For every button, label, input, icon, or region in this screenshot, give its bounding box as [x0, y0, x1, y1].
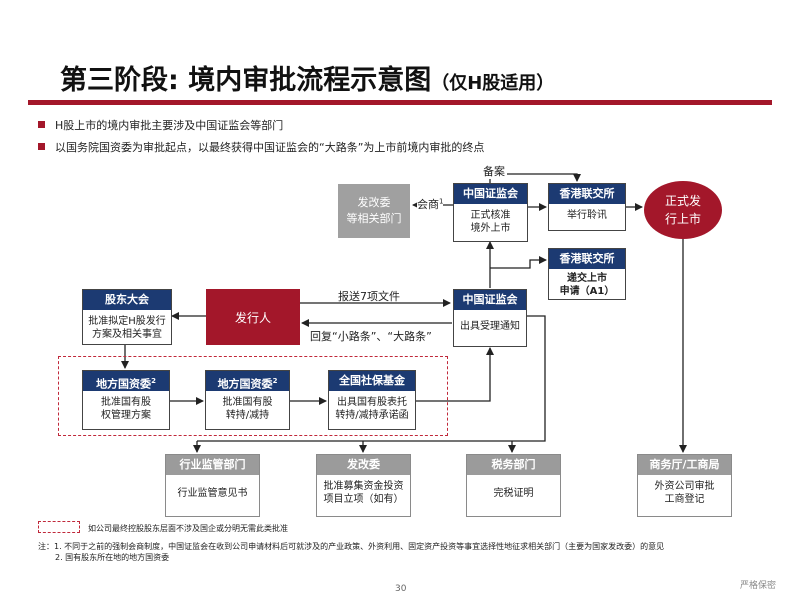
ndrc-related-line2: 等相关部门: [346, 212, 402, 225]
hkex-hearing-line1: 举行聆讯: [567, 210, 607, 221]
ssf-line2: 转持/减持承诺函: [335, 410, 409, 421]
edge-csrc-hkexmid: [490, 256, 547, 269]
tax-header: 税务部门: [467, 455, 560, 475]
csrc-approve-line1: 正式核准: [470, 210, 511, 221]
csrc-accept-line1: 出具受理通知: [460, 321, 520, 332]
bullet-square-icon: [38, 143, 45, 150]
issuer-box: 发行人: [206, 289, 300, 345]
footnote-2: 2. 国有股东所在地的地方国资委: [55, 553, 170, 562]
sasac-dashed-group: [58, 356, 448, 436]
hkex-apply-line1: 递交上市: [567, 273, 607, 284]
ndrc-line1: 批准募集资金投资: [323, 481, 404, 492]
industry-line1: 行业监管意见书: [177, 488, 248, 499]
csrc-approve-header: 中国证监会: [454, 184, 527, 204]
local-sasac-1-line1: 批准国有股: [101, 397, 151, 408]
listing-circle: 正式发行上市: [644, 181, 722, 239]
industry-regulator-box: 行业监管部门 行业监管意见书: [165, 454, 260, 517]
title-divider: [28, 100, 772, 105]
legend-dashed-swatch: [38, 521, 80, 533]
local-sasac-1-box: 地方国资委2 批准国有股权管理方案: [82, 370, 170, 430]
bullet-text: H股上市的境内审批主要涉及中国证监会等部门: [55, 119, 284, 132]
title-subtitle: （仅H股适用）: [431, 73, 555, 94]
shareholders-meeting-box: 股东大会 批准拟定H股发行方案及相关事宜: [82, 289, 172, 345]
commerce-line1: 外资公司审批: [654, 481, 715, 492]
ssf-header: 全国社保基金: [329, 371, 415, 391]
shareholders-line1: 批准拟定H股发行: [88, 316, 166, 327]
consult-text: 会商: [417, 198, 439, 211]
listing-line1: 正式发: [664, 194, 701, 208]
bullet-2: 以国务院国资委为审批起点，以最终获得中国证监会的“大路条”为上市前境内审批的终点: [38, 139, 484, 155]
hkex-apply-line2: 申请（A1）: [559, 286, 615, 297]
csrc-approve-line2: 境外上市: [470, 223, 511, 234]
ndrc-box: 发改委 批准募集资金投资项目立项（如有）: [316, 454, 411, 517]
local-sasac-2-sup: 2: [272, 377, 278, 385]
local-sasac-1-header: 地方国资委2: [83, 371, 169, 391]
csrc-accept-box: 中国证监会 出具受理通知: [453, 289, 527, 347]
listing-line2: 行上市: [664, 212, 701, 226]
local-sasac-2-title: 地方国资委: [217, 377, 273, 391]
legend-text: 如公司最终控股股东层面不涉及国企或分明无需此类批准: [88, 524, 288, 533]
filing-label: 备案: [481, 163, 507, 179]
local-sasac-1-line2: 权管理方案: [101, 410, 151, 421]
local-sasac-2-box: 地方国资委2 批准国有股转持/减持: [205, 370, 290, 430]
ndrc-related-line1: 发改委: [357, 196, 391, 209]
hkex-hearing-box: 香港联交所 举行聆讯: [548, 183, 626, 231]
local-sasac-2-header: 地方国资委2: [206, 371, 289, 391]
consult-sup: 1: [439, 197, 444, 206]
consult-label: 会商1: [417, 196, 444, 212]
ssf-line1: 出具国有股表托: [337, 397, 407, 408]
hkex-apply-header: 香港联交所: [549, 249, 625, 269]
ndrc-related-box: 发改委等相关部门: [338, 184, 410, 238]
local-sasac-1-title: 地方国资委: [96, 377, 152, 391]
footer-logo-text: 严格保密: [740, 581, 777, 591]
ndrc-line2: 项目立项（如有）: [323, 494, 404, 505]
commerce-line2: 工商登记: [664, 494, 705, 505]
local-sasac-1-sup: 2: [151, 377, 156, 385]
commerce-box: 商务厅/工商局 外资公司审批工商登记: [637, 454, 732, 517]
page-number: 30: [395, 584, 407, 594]
hkex-apply-box: 香港联交所 递交上市申请（A1）: [548, 248, 626, 300]
csrc-accept-header: 中国证监会: [454, 290, 526, 310]
csrc-approve-box: 中国证监会 正式核准境外上市: [453, 183, 528, 242]
industry-header: 行业监管部门: [166, 455, 259, 475]
shareholders-header: 股东大会: [83, 290, 171, 310]
hkex-hearing-header: 香港联交所: [549, 184, 625, 204]
tax-box: 税务部门 完税证明: [466, 454, 561, 517]
ndrc-header: 发改委: [317, 455, 410, 475]
report-label: 报送7项文件: [338, 290, 400, 303]
bus-line: [197, 315, 546, 442]
ssf-box: 全国社保基金 出具国有股表托转持/减持承诺函: [328, 370, 416, 430]
shareholders-line2: 方案及相关事宜: [92, 329, 162, 340]
title-main: 第三阶段: 境内审批流程示意图: [60, 65, 432, 96]
issuer-label: 发行人: [234, 310, 271, 325]
page-title: 第三阶段: 境内审批流程示意图（仅H股适用）: [60, 58, 554, 97]
edge-ssf-csrc: [416, 347, 494, 402]
bullet-1: H股上市的境内审批主要涉及中国证监会等部门: [38, 117, 283, 133]
tax-line1: 完税证明: [493, 488, 534, 499]
reply-label: 回复“小路条”、“大路条”: [310, 330, 432, 343]
commerce-header: 商务厅/工商局: [638, 455, 731, 475]
footnote-1: 注：1. 不同于之前的强制会商制度，中国证监会在收到公司申请材料后可就涉及的产业…: [38, 542, 665, 551]
bullet-text: 以国务院国资委为审批起点，以最终获得中国证监会的“大路条”为上市前境内审批的终点: [55, 141, 485, 154]
local-sasac-2-line2: 转持/减持: [225, 410, 270, 421]
local-sasac-2-line1: 批准国有股: [222, 397, 273, 408]
bullet-square-icon: [38, 121, 45, 128]
